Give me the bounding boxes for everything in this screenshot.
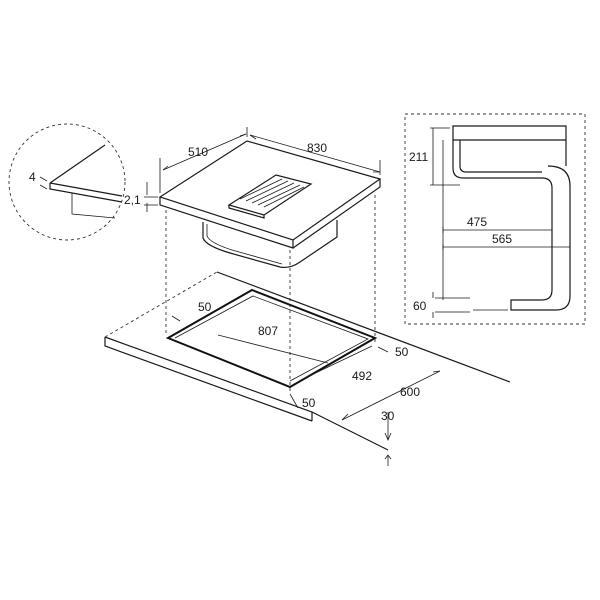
overall-depth-label: 565 <box>492 232 512 246</box>
counter-thickness-label: 30 <box>381 409 395 423</box>
hob-thickness-label: 2,1 <box>124 193 141 207</box>
hob-drawing <box>158 140 382 269</box>
hob-dimensions: 510 830 2,1 <box>124 127 381 212</box>
cutout-depth-side-label: 475 <box>467 215 487 229</box>
edge-thickness-label: 4 <box>29 170 36 184</box>
edge-detail-circle: 4 <box>8 123 126 241</box>
projection-lines <box>165 195 376 394</box>
unit-height-label: 211 <box>409 150 428 164</box>
side-view-inset: 211 475 565 60 <box>404 113 586 325</box>
counter-depth-label: 600 <box>400 385 420 399</box>
cutout-dimensions: 50 807 50 492 50 600 30 <box>171 300 441 466</box>
hob-depth-label: 510 <box>188 145 208 159</box>
clearance-front-label: 50 <box>302 396 316 410</box>
clearance-top-label: 50 <box>198 300 212 314</box>
bottom-height-label: 60 <box>413 299 427 313</box>
hob-width-label: 830 <box>307 141 327 155</box>
cutout-width-label: 807 <box>258 324 278 338</box>
countertop <box>104 271 511 451</box>
cutout-depth-label: 492 <box>352 369 372 383</box>
clearance-right-label: 50 <box>395 345 409 359</box>
